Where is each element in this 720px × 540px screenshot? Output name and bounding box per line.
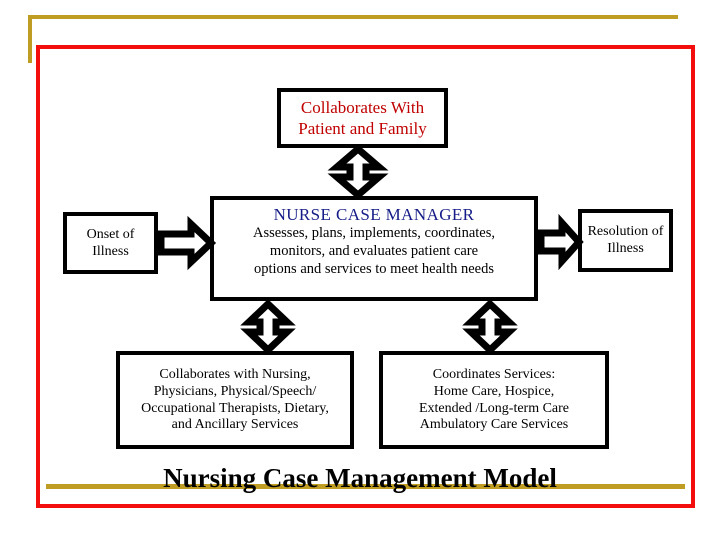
arrow-right-icon <box>537 213 584 271</box>
double-arrow-vertical-icon <box>240 299 296 355</box>
gold-rule-top-horizontal <box>28 15 678 19</box>
node-line: Illness <box>92 243 129 259</box>
node-resolution-of-illness[interactable]: Resolution of Illness <box>578 209 673 272</box>
gold-rule-bottom <box>46 484 685 489</box>
node-line: Collaborates With <box>300 97 425 117</box>
node-line: Extended /Long-term Care <box>418 400 570 416</box>
arrow-right-icon <box>157 215 217 271</box>
page-title: Nursing Case Management Model <box>163 463 557 493</box>
node-line: Assesses, plans, implements, coordinates… <box>252 225 496 242</box>
node-line: options and services to meet health need… <box>254 261 494 277</box>
node-collaborates-with-team[interactable]: Collaborates with Nursing, Physicians, P… <box>116 351 354 449</box>
node-line: Illness <box>607 241 644 256</box>
node-line: Onset of <box>86 226 135 242</box>
node-line: Patient and Family <box>298 119 427 138</box>
gold-rule-top-vertical <box>28 15 32 63</box>
node-line: Coordinates Services: <box>432 366 556 382</box>
node-headline: NURSE CASE MANAGER <box>273 204 475 224</box>
node-coordinates-services[interactable]: Coordinates Services: Home Care, Hospice… <box>379 351 609 449</box>
node-line: Home Care, Hospice, <box>433 383 555 399</box>
node-line: Resolution of <box>587 224 664 240</box>
node-nurse-case-manager[interactable]: NURSE CASE MANAGER Assesses, plans, impl… <box>210 196 538 301</box>
node-collaborates-with-patient-and-family[interactable]: Collaborates With Patient and Family <box>277 88 448 148</box>
node-line: monitors, and evaluates patient care <box>269 243 479 260</box>
double-arrow-vertical-icon <box>462 299 518 355</box>
node-line: and Ancillary Services <box>171 417 299 433</box>
red-border-frame <box>36 45 695 508</box>
double-arrow-vertical-icon <box>327 144 389 200</box>
node-line: Physicians, Physical/Speech/ <box>153 383 317 399</box>
node-line: Occupational Therapists, Dietary, <box>141 400 329 416</box>
node-line: Collaborates with Nursing, <box>159 366 311 382</box>
node-line: Ambulatory Care Services <box>419 417 569 433</box>
node-onset-of-illness[interactable]: Onset of Illness <box>63 212 158 274</box>
